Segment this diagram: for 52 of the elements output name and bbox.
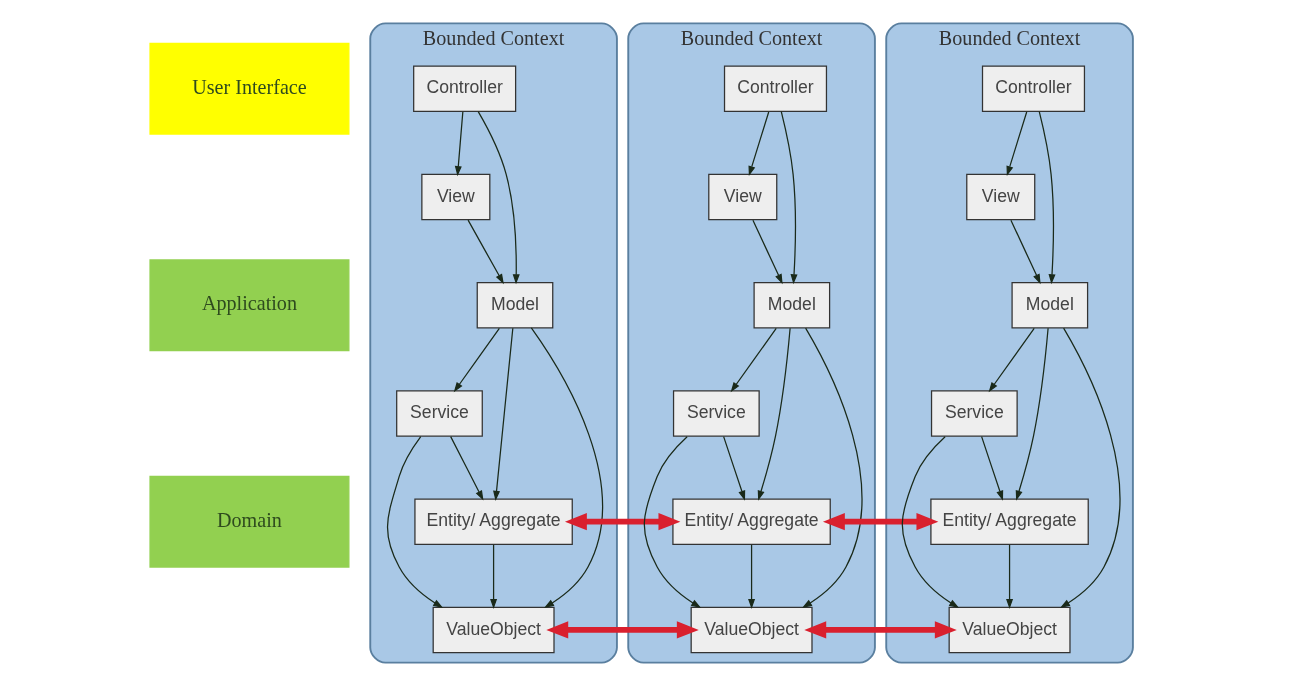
arrow bbox=[453, 327, 500, 393]
node-box: User Interface bbox=[148, 42, 349, 135]
arrow bbox=[803, 621, 957, 639]
node-box: Domain bbox=[148, 475, 349, 568]
node-box: View bbox=[965, 173, 1035, 221]
node-box: Model bbox=[1010, 281, 1088, 329]
node-box: ValueObject bbox=[948, 606, 1071, 654]
arrow bbox=[751, 219, 783, 285]
arrow bbox=[730, 327, 777, 393]
arrow bbox=[1015, 327, 1049, 501]
node-box: Controller bbox=[723, 65, 827, 113]
arrow bbox=[1009, 219, 1041, 285]
node-box: View bbox=[707, 173, 777, 221]
arrow bbox=[757, 327, 791, 501]
arrow bbox=[449, 436, 483, 501]
arrow bbox=[980, 436, 1003, 501]
arrow bbox=[466, 219, 504, 285]
arrow bbox=[722, 436, 745, 501]
node-box: Service bbox=[930, 390, 1018, 437]
node-box: Service bbox=[395, 390, 483, 437]
arrow bbox=[454, 111, 463, 177]
node-box: Model bbox=[476, 281, 553, 329]
node-box: Model bbox=[752, 281, 830, 329]
arrow bbox=[747, 544, 755, 610]
node-box: ValueObject bbox=[690, 606, 813, 654]
arrow bbox=[1059, 327, 1121, 609]
arrow bbox=[386, 435, 443, 609]
arrow bbox=[545, 621, 699, 639]
arrow bbox=[643, 436, 701, 609]
arrow bbox=[988, 327, 1035, 393]
node-box: Entity/ Aggregate bbox=[671, 498, 831, 545]
arrow bbox=[477, 111, 520, 285]
arrow bbox=[492, 327, 513, 501]
arrow bbox=[747, 111, 769, 177]
node-box: Application bbox=[148, 259, 349, 352]
arrow bbox=[780, 111, 798, 285]
node-box: View bbox=[420, 173, 490, 221]
node-box: Entity/ Aggregate bbox=[413, 498, 573, 545]
arrow bbox=[901, 436, 959, 609]
node-box: ValueObject bbox=[432, 606, 555, 654]
arrow bbox=[489, 544, 497, 610]
node-box: Service bbox=[672, 390, 760, 437]
node-box: Entity/ Aggregate bbox=[929, 498, 1089, 545]
node-box: Controller bbox=[412, 65, 516, 113]
arrow bbox=[1005, 111, 1027, 177]
arrow bbox=[1038, 111, 1056, 285]
arrow bbox=[530, 327, 603, 609]
node-box: Controller bbox=[981, 65, 1085, 113]
arrow bbox=[801, 327, 863, 609]
arrow bbox=[1005, 544, 1013, 610]
arrow bbox=[564, 513, 680, 531]
arrow bbox=[822, 513, 938, 531]
